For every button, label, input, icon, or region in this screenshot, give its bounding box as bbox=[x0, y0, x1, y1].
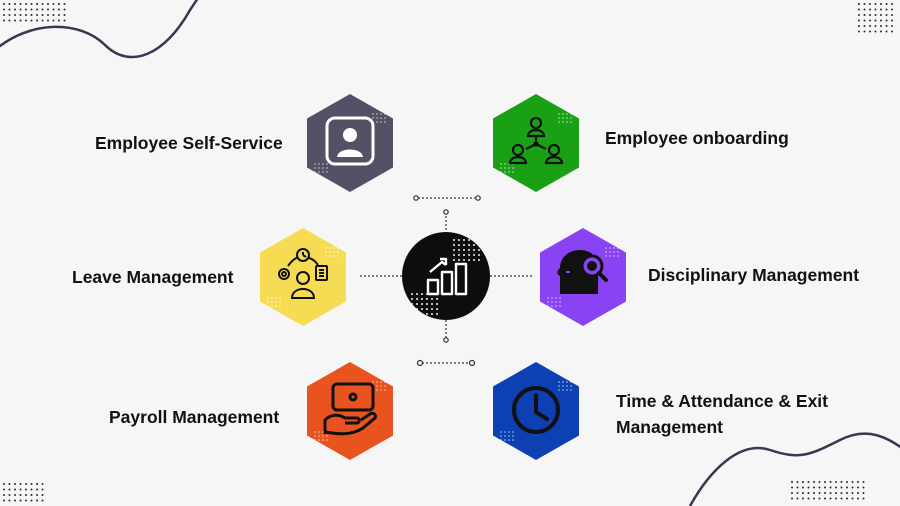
hex-leave bbox=[260, 228, 346, 326]
label-payroll: Payroll Management bbox=[109, 407, 280, 427]
hex-time bbox=[493, 362, 579, 460]
hex-self-service bbox=[307, 94, 393, 192]
label-self-service: Employee Self-Service bbox=[95, 133, 283, 153]
person-task-icon bbox=[267, 247, 339, 307]
hex-disciplinary bbox=[540, 228, 626, 326]
hex-payroll bbox=[307, 362, 393, 460]
dot-grid-bottom-right bbox=[791, 481, 865, 500]
label-onboarding: Employee onboarding bbox=[605, 128, 789, 148]
user-profile-icon bbox=[314, 113, 386, 173]
clock-icon bbox=[500, 381, 572, 441]
dot-grid-top-right bbox=[858, 3, 893, 33]
growth-chart-icon bbox=[411, 239, 480, 315]
dot-grid-top-left bbox=[3, 3, 66, 22]
hand-cash-icon bbox=[314, 381, 386, 441]
head-search-icon bbox=[547, 247, 619, 307]
label-leave: Leave Management bbox=[72, 267, 234, 287]
label-time: Time & Attendance & Exit Management bbox=[616, 391, 828, 437]
dot-grid-bottom-left bbox=[3, 483, 44, 502]
label-disciplinary: Disciplinary Management bbox=[648, 265, 860, 285]
center-hub bbox=[402, 232, 490, 320]
hex-onboarding bbox=[493, 94, 579, 192]
team-network-icon bbox=[500, 113, 572, 173]
